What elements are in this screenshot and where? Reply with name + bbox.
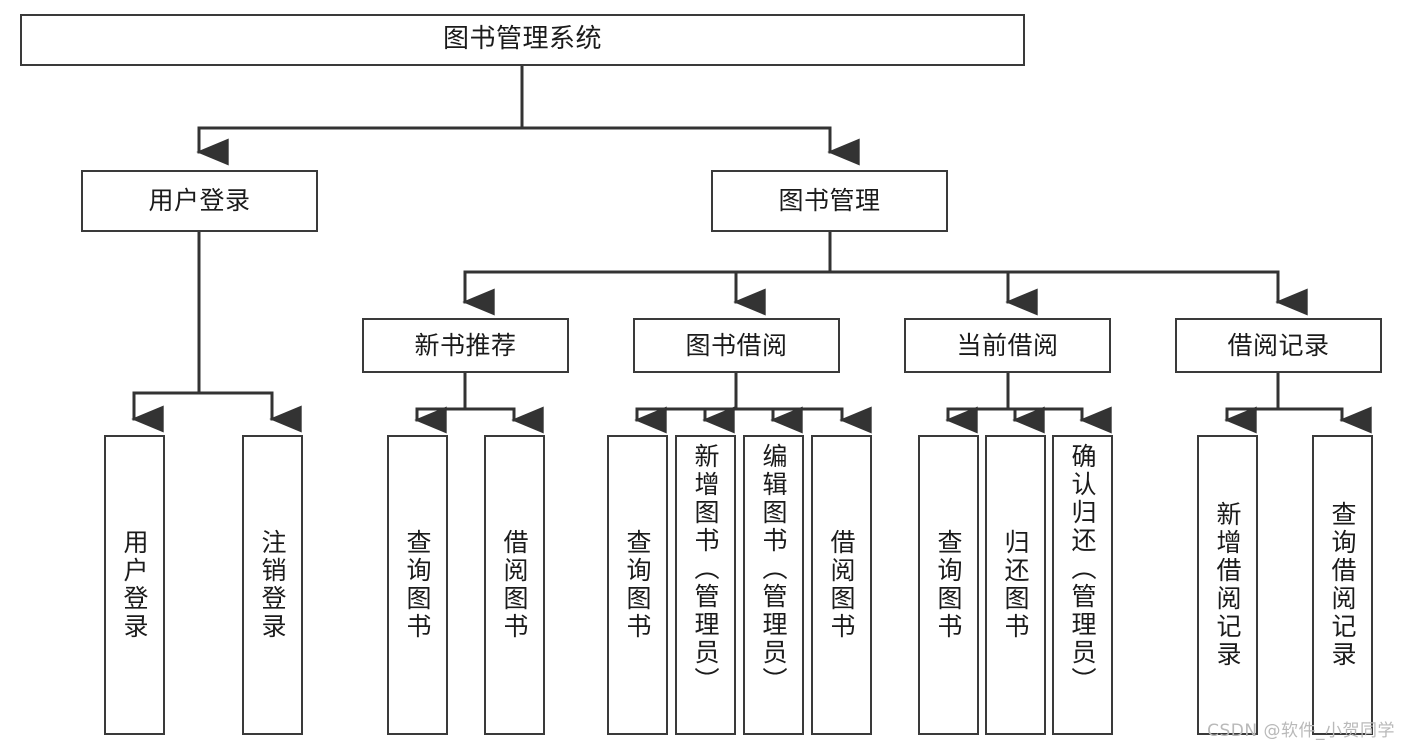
node-borrow-record-label: 借阅记录 (1227, 330, 1330, 360)
leaf-current-borrow-confirm-label: 确认归还（管理员） (1068, 443, 1097, 695)
leaf-borrow-record-add-label: 新增借阅记录 (1213, 501, 1242, 669)
leaf-book-borrow-add[interactable]: 新增图书（管理员） (675, 435, 736, 735)
leaf-borrow-record-query[interactable]: 查询借阅记录 (1312, 435, 1373, 735)
leaf-book-borrow-query-label: 查询图书 (623, 529, 652, 641)
node-new-book-recommend[interactable]: 新书推荐 (362, 318, 569, 373)
node-user-login-label: 用户登录 (148, 186, 251, 215)
leaf-borrow-record-query-label: 查询借阅记录 (1328, 501, 1357, 669)
leaf-current-borrow-query-label: 查询图书 (934, 529, 963, 641)
node-book-borrow[interactable]: 图书借阅 (633, 318, 840, 373)
node-user-login[interactable]: 用户登录 (81, 170, 318, 232)
node-current-borrow-label: 当前借阅 (956, 330, 1059, 360)
leaf-user-login-login[interactable]: 用户登录 (104, 435, 165, 735)
node-book-borrow-label: 图书借阅 (685, 330, 788, 360)
leaf-current-borrow-return[interactable]: 归还图书 (985, 435, 1046, 735)
leaf-book-borrow-edit-label: 编辑图书（管理员） (759, 443, 788, 695)
node-root[interactable]: 图书管理系统 (20, 14, 1025, 66)
leaf-current-borrow-confirm[interactable]: 确认归还（管理员） (1052, 435, 1113, 735)
leaf-user-login-logout-label: 注销登录 (258, 529, 287, 641)
node-current-borrow[interactable]: 当前借阅 (904, 318, 1111, 373)
leaf-current-borrow-query[interactable]: 查询图书 (918, 435, 979, 735)
leaf-book-borrow-add-label: 新增图书（管理员） (691, 443, 720, 695)
leaf-borrow-record-add[interactable]: 新增借阅记录 (1197, 435, 1258, 735)
leaf-new-book-query-label: 查询图书 (403, 529, 432, 641)
leaf-new-book-borrow-label: 借阅图书 (500, 529, 529, 641)
node-new-book-recommend-label: 新书推荐 (414, 330, 517, 360)
leaf-new-book-borrow[interactable]: 借阅图书 (484, 435, 545, 735)
node-book-management[interactable]: 图书管理 (711, 170, 948, 232)
csdn-watermark: CSDN @软件_小贺同学 (1207, 721, 1395, 741)
leaf-book-borrow-query[interactable]: 查询图书 (607, 435, 668, 735)
leaf-current-borrow-return-label: 归还图书 (1001, 529, 1030, 641)
leaf-book-borrow-borrow[interactable]: 借阅图书 (811, 435, 872, 735)
leaf-user-login-logout[interactable]: 注销登录 (242, 435, 303, 735)
node-book-management-label: 图书管理 (778, 186, 881, 215)
leaf-user-login-login-label: 用户登录 (120, 529, 149, 641)
leaf-new-book-query[interactable]: 查询图书 (387, 435, 448, 735)
node-root-label: 图书管理系统 (442, 24, 602, 55)
leaf-book-borrow-edit[interactable]: 编辑图书（管理员） (743, 435, 804, 735)
leaf-book-borrow-borrow-label: 借阅图书 (827, 529, 856, 641)
node-borrow-record[interactable]: 借阅记录 (1175, 318, 1382, 373)
